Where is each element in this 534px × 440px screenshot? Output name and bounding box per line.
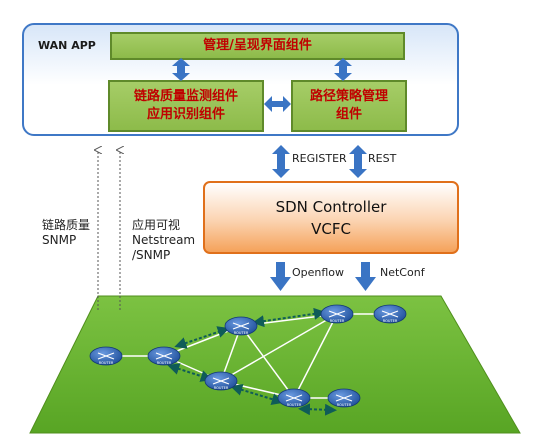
router-4-icon: ROUTER (204, 371, 238, 391)
app-visibility-protocol-1: Netstream (132, 233, 196, 247)
middle-double-arrow (264, 96, 291, 112)
traffic-paths (167, 307, 337, 416)
openflow-arrow (270, 262, 291, 291)
link-quality-protocol: SNMP (42, 233, 77, 247)
link-quality-text: 链路质量 (42, 218, 91, 232)
rest-label: REST (368, 152, 397, 165)
router-6-label: ROUTER (383, 319, 398, 323)
network-plane (29, 295, 521, 434)
app-visibility-text: 应用可视 (132, 218, 181, 232)
router-left-icon: ROUTER (89, 346, 123, 366)
app-visibility-monitoring-text: 应用可视 Netstream /SNMP (132, 218, 195, 263)
netconf-arrow (355, 262, 376, 291)
path-policy-management-component: 路径策略管理 组件 (291, 80, 407, 132)
rest-double-arrow (349, 145, 367, 178)
router-3-label: ROUTER (234, 331, 249, 335)
controller-name: SDN Controller (275, 197, 387, 216)
router-2-icon: ROUTER (147, 346, 181, 366)
router-3-icon: ROUTER (224, 316, 258, 336)
register-double-arrow (272, 145, 290, 178)
path-policy-label-line1: 路径策略管理 (309, 89, 388, 104)
netconf-label: NetConf (380, 266, 425, 279)
wan-app-title: WAN APP (38, 39, 96, 52)
app-visibility-protocol-2: /SNMP (132, 248, 171, 262)
router-8-icon: ROUTER (327, 388, 361, 408)
controller-model: VCFC (311, 219, 351, 238)
sdn-controller-box: SDN Controller VCFC (203, 181, 459, 254)
management-presentation-label: 管理/呈现界面组件 (203, 38, 312, 53)
router-5-icon: ROUTER (320, 304, 354, 324)
path-policy-label-line2: 组件 (335, 107, 362, 122)
management-presentation-component: 管理/呈现界面组件 (110, 32, 405, 60)
router-6-icon: ROUTER (373, 304, 407, 324)
link-quality-monitoring-text: 链路质量 SNMP (42, 218, 90, 248)
router-2-label: ROUTER (157, 361, 172, 365)
openflow-label: Openflow (292, 266, 345, 279)
router-7-icon: ROUTER (277, 388, 311, 408)
router-7-label: ROUTER (287, 403, 302, 407)
top-left-double-arrow (172, 58, 190, 81)
app-identification-label: 应用识别组件 (146, 107, 225, 122)
link-quality-app-identification-component: 链路质量监测组件 应用识别组件 (108, 80, 264, 132)
register-label: REGISTER (292, 152, 347, 165)
top-right-double-arrow (334, 58, 352, 81)
router-8-label: ROUTER (337, 403, 352, 407)
router-5-label: ROUTER (330, 319, 345, 323)
link-quality-monitoring-label: 链路质量监测组件 (133, 89, 238, 104)
router-4-label: ROUTER (214, 386, 229, 390)
router-left-label: ROUTER (99, 361, 114, 365)
